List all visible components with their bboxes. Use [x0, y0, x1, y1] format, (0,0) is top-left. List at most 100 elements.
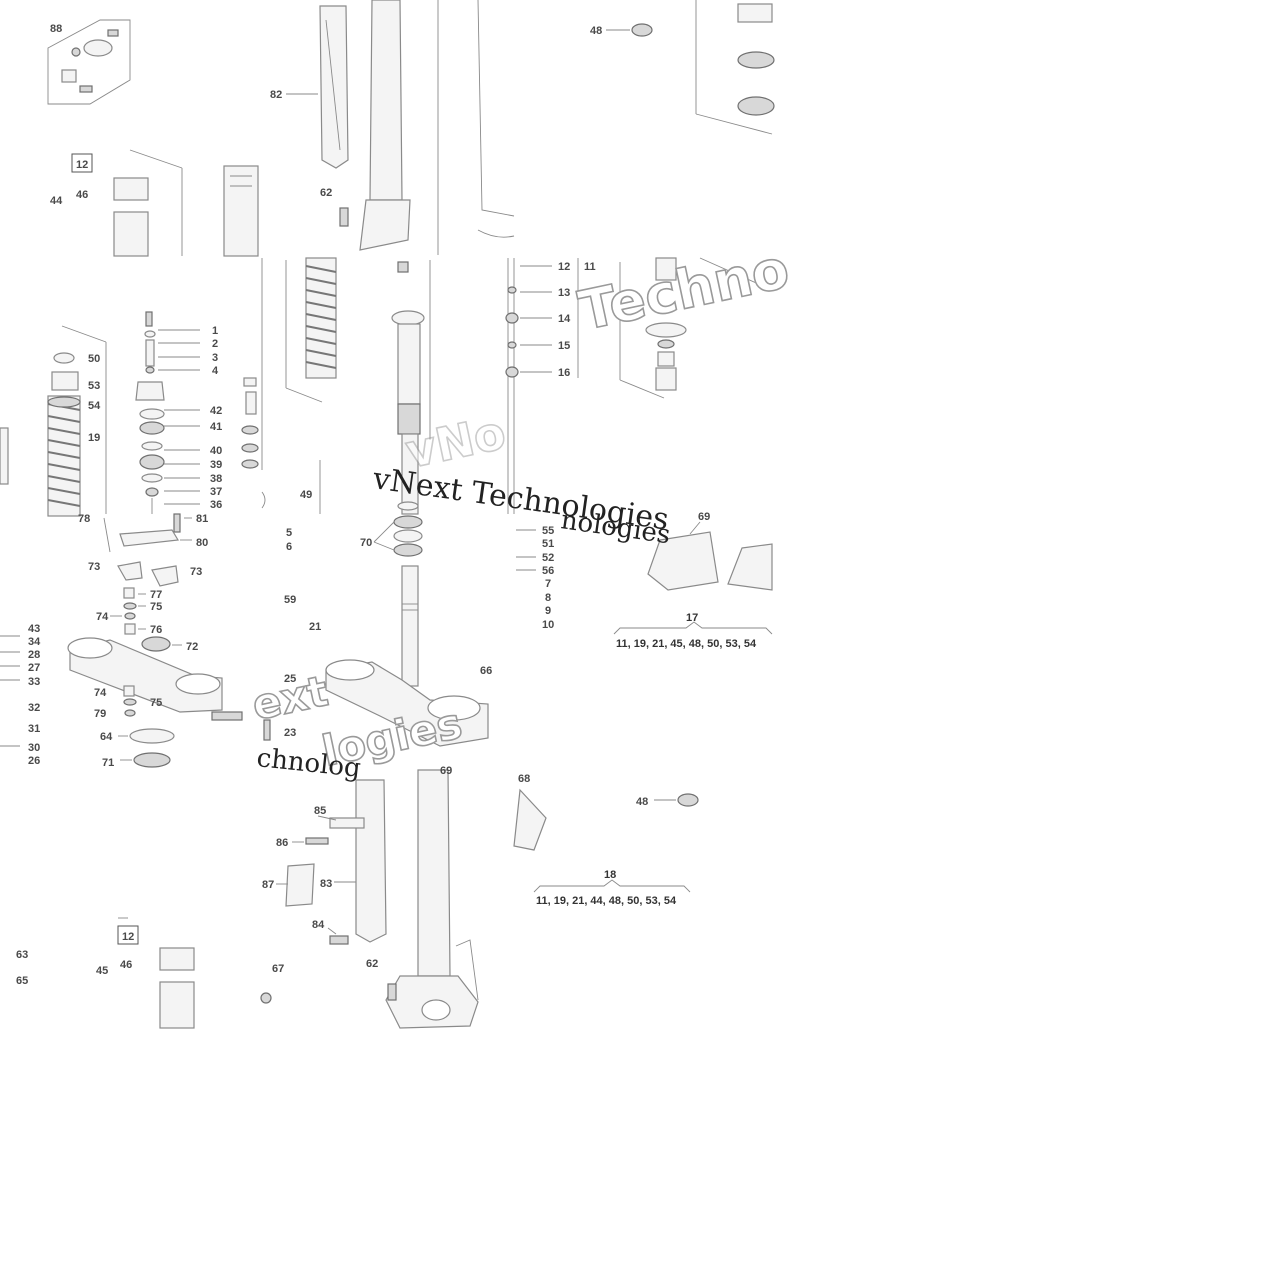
callout-73b: 73 — [190, 566, 202, 578]
brace-17 — [613, 621, 773, 635]
bolt-part — [107, 29, 119, 37]
callout-13: 13 — [558, 287, 570, 299]
callout-62b: 62 — [366, 958, 378, 970]
callout-74b: 74 — [94, 687, 107, 699]
tile-top-left: 88 82 62 48 12 44 46 — [47, 0, 775, 257]
callout-83: 83 — [320, 878, 332, 890]
callout-68: 68 — [518, 773, 530, 785]
callout-48: 48 — [590, 25, 602, 37]
callout-21: 21 — [309, 621, 321, 633]
callout-28: 28 — [28, 649, 40, 661]
callout-38: 38 — [210, 473, 222, 485]
callout-69: 69 — [698, 511, 710, 523]
callout-75b: 75 — [150, 697, 162, 709]
callout-16: 16 — [558, 367, 570, 379]
watermark-lower-a: ext — [248, 666, 332, 730]
inset-box-88 — [47, 19, 131, 105]
damper-tube — [397, 323, 421, 405]
callout-14: 14 — [558, 313, 571, 325]
tile-kit-17: 69 17 11, 19, 21, 45, 48, 50, 53, 54 — [613, 511, 773, 650]
brace-18 — [533, 879, 691, 893]
plate-80 — [119, 529, 179, 547]
callout-71: 71 — [102, 757, 114, 769]
cap-nut-48 — [631, 23, 653, 37]
cap-nut-48-lower — [677, 793, 699, 807]
callout-56: 56 — [542, 565, 554, 577]
fork-leg-lower-2 — [417, 769, 451, 977]
callout-81: 81 — [196, 513, 208, 525]
axle-bracket — [359, 199, 411, 251]
bushing-46 — [113, 177, 149, 201]
callout-12c: 12 — [122, 931, 134, 943]
plate-part — [61, 69, 77, 83]
callout-55: 55 — [542, 525, 554, 537]
screw-part — [79, 85, 93, 93]
callout-79: 79 — [94, 708, 106, 720]
callout-85: 85 — [314, 805, 326, 817]
callout-1: 1 — [212, 325, 218, 337]
callout-25: 25 — [284, 673, 296, 685]
tile-center: 70 5 6 59 21 25 23 66 55 51 52 56 7 8 9 … — [263, 501, 554, 747]
callout-69b: 69 — [440, 765, 452, 777]
callout-45: 45 — [96, 965, 108, 977]
callout-50: 50 — [88, 353, 100, 365]
nut-part — [71, 47, 81, 57]
callout-70: 70 — [360, 537, 372, 549]
callout-7: 7 — [545, 578, 551, 590]
ring-50 — [53, 352, 75, 364]
callout-46: 46 — [76, 189, 88, 201]
callout-80: 80 — [196, 537, 208, 549]
callout-65: 65 — [16, 975, 28, 987]
callout-27: 27 — [28, 662, 40, 674]
tile-middle-left: 50 53 54 19 1 2 3 4 42 41 40 — [0, 257, 773, 517]
callout-31: 31 — [28, 723, 40, 735]
callout-44: 44 — [50, 195, 63, 207]
box-12-lower — [117, 925, 139, 945]
callout-12: 12 — [76, 159, 88, 171]
callout-77: 77 — [150, 589, 162, 601]
clamp-bolt — [211, 711, 243, 721]
callout-51: 51 — [542, 538, 554, 550]
callout-30: 30 — [28, 742, 40, 754]
callout-66: 66 — [480, 665, 492, 677]
triple-clamp-upper — [325, 661, 489, 747]
clamp-part — [83, 39, 113, 57]
callout-34: 34 — [28, 636, 41, 648]
callout-86: 86 — [276, 837, 288, 849]
kit-18-label: 18 — [604, 869, 616, 881]
bolt-84 — [329, 935, 349, 945]
callout-84: 84 — [312, 919, 325, 931]
sticker-87 — [285, 863, 315, 907]
clip-85 — [329, 817, 365, 829]
tile-kit-18: 68 48 18 11, 19, 21, 44, 48, 50, 53, 54 … — [440, 765, 699, 907]
callout-76: 76 — [150, 624, 162, 636]
slider-tube — [113, 211, 149, 257]
kit-18-parts: 11, 19, 21, 44, 48, 50, 53, 54 — [536, 895, 677, 907]
callout-63: 63 — [16, 949, 28, 961]
callout-82: 82 — [270, 89, 282, 101]
callout-46b: 46 — [120, 959, 132, 971]
callout-78: 78 — [78, 513, 90, 525]
callout-39: 39 — [210, 459, 222, 471]
callout-43: 43 — [28, 623, 40, 635]
callout-87: 87 — [262, 879, 274, 891]
slider-tube-lower — [159, 981, 195, 1029]
cap-53 — [51, 371, 79, 391]
kit-17-label: 17 — [686, 612, 698, 624]
callout-6: 6 — [286, 541, 292, 553]
callout-59: 59 — [284, 594, 296, 606]
bearing-72 — [141, 636, 171, 652]
callout-26: 26 — [28, 755, 40, 767]
callout-19: 19 — [88, 432, 100, 444]
callout-54: 54 — [88, 400, 101, 412]
box-12 — [71, 153, 93, 173]
callout-42: 42 — [210, 405, 222, 417]
washer-54 — [47, 396, 81, 408]
callout-9: 9 — [545, 605, 551, 617]
callout-12b: 12 — [558, 261, 570, 273]
callout-53: 53 — [88, 380, 100, 392]
tile-lower-left: 78 81 80 73 73 77 75 74 76 72 74 — [0, 513, 243, 769]
callout-88: 88 — [50, 23, 62, 35]
callout-67: 67 — [272, 963, 284, 975]
